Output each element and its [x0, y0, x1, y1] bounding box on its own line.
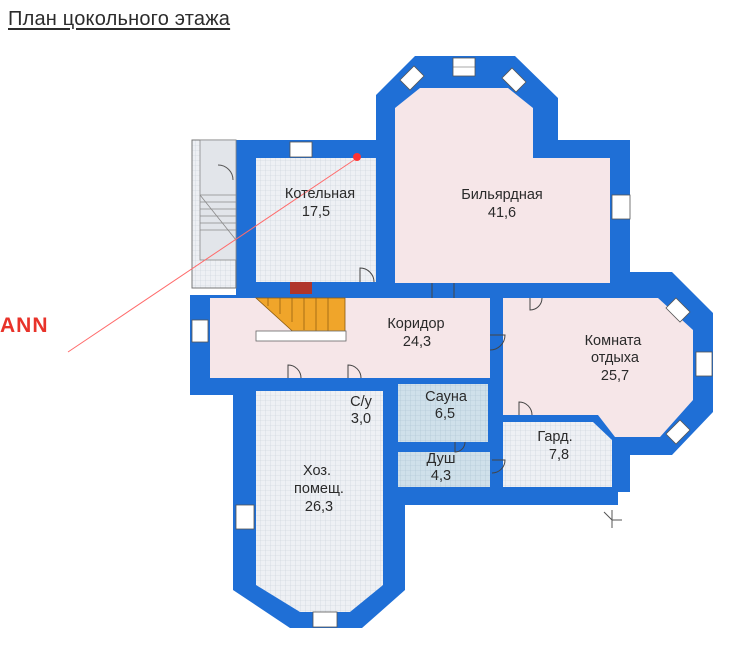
- room-wc-area-label: 3,0: [351, 411, 371, 427]
- pointer-line: [67, 153, 361, 353]
- doors: [287, 267, 543, 474]
- room-boiler-area-label: 17,5: [302, 204, 330, 220]
- interior-staircase: [254, 282, 347, 342]
- exterior-marker: [603, 510, 622, 528]
- room-utility-name: Хоз. помещ.: [294, 463, 344, 497]
- room-boiler-name: Котельная: [285, 186, 355, 202]
- room-billiard-area-label: 41,6: [488, 205, 516, 221]
- room-utility-name-line1: Хоз.: [303, 463, 331, 479]
- room-corridor-name: Коридор: [387, 316, 444, 332]
- room-wardrobe-area-label: 7,8: [549, 447, 569, 463]
- room-shower-area: [398, 452, 490, 487]
- room-utility-area-label: 26,3: [305, 499, 333, 515]
- room-sauna-area-label: 6,5: [435, 406, 455, 422]
- room-boiler-area: [256, 158, 376, 282]
- room-utility-area: [256, 391, 383, 612]
- room-lounge-name-line2: отдыха: [591, 350, 640, 366]
- room-sauna-name: Сауна: [425, 389, 468, 405]
- room-wc-name: С/у: [350, 394, 373, 410]
- page-title: План цокольного этажа: [8, 8, 231, 30]
- room-sauna-area: [398, 384, 488, 442]
- room-billiard-name: Бильярдная: [461, 187, 543, 203]
- room-billiard-area: [395, 88, 610, 283]
- room-shower-name: Душ: [426, 451, 455, 467]
- brand-logo-fragment: ANN: [0, 314, 49, 337]
- room-lounge-area-label: 25,7: [601, 368, 629, 384]
- room-fills: [210, 88, 693, 612]
- room-utility-name-line2: помещ.: [294, 481, 344, 497]
- room-lounge-name-line1: Комната: [585, 333, 643, 349]
- room-labels: Котельная 17,5 Бильярдная 41,6 Коридор 2…: [285, 186, 646, 515]
- room-wardrobe-name: Гард.: [537, 429, 572, 445]
- room-lounge-name: Комната отдыха: [585, 333, 646, 366]
- windows: [191, 57, 713, 628]
- room-lounge-area: [503, 298, 693, 437]
- room-shower-area-label: 4,3: [431, 468, 451, 484]
- exterior-staircase: [191, 139, 237, 289]
- room-corridor-area-label: 24,3: [403, 334, 431, 350]
- room-wardrobe-area: [503, 422, 612, 487]
- room-corridor-area: [210, 298, 490, 378]
